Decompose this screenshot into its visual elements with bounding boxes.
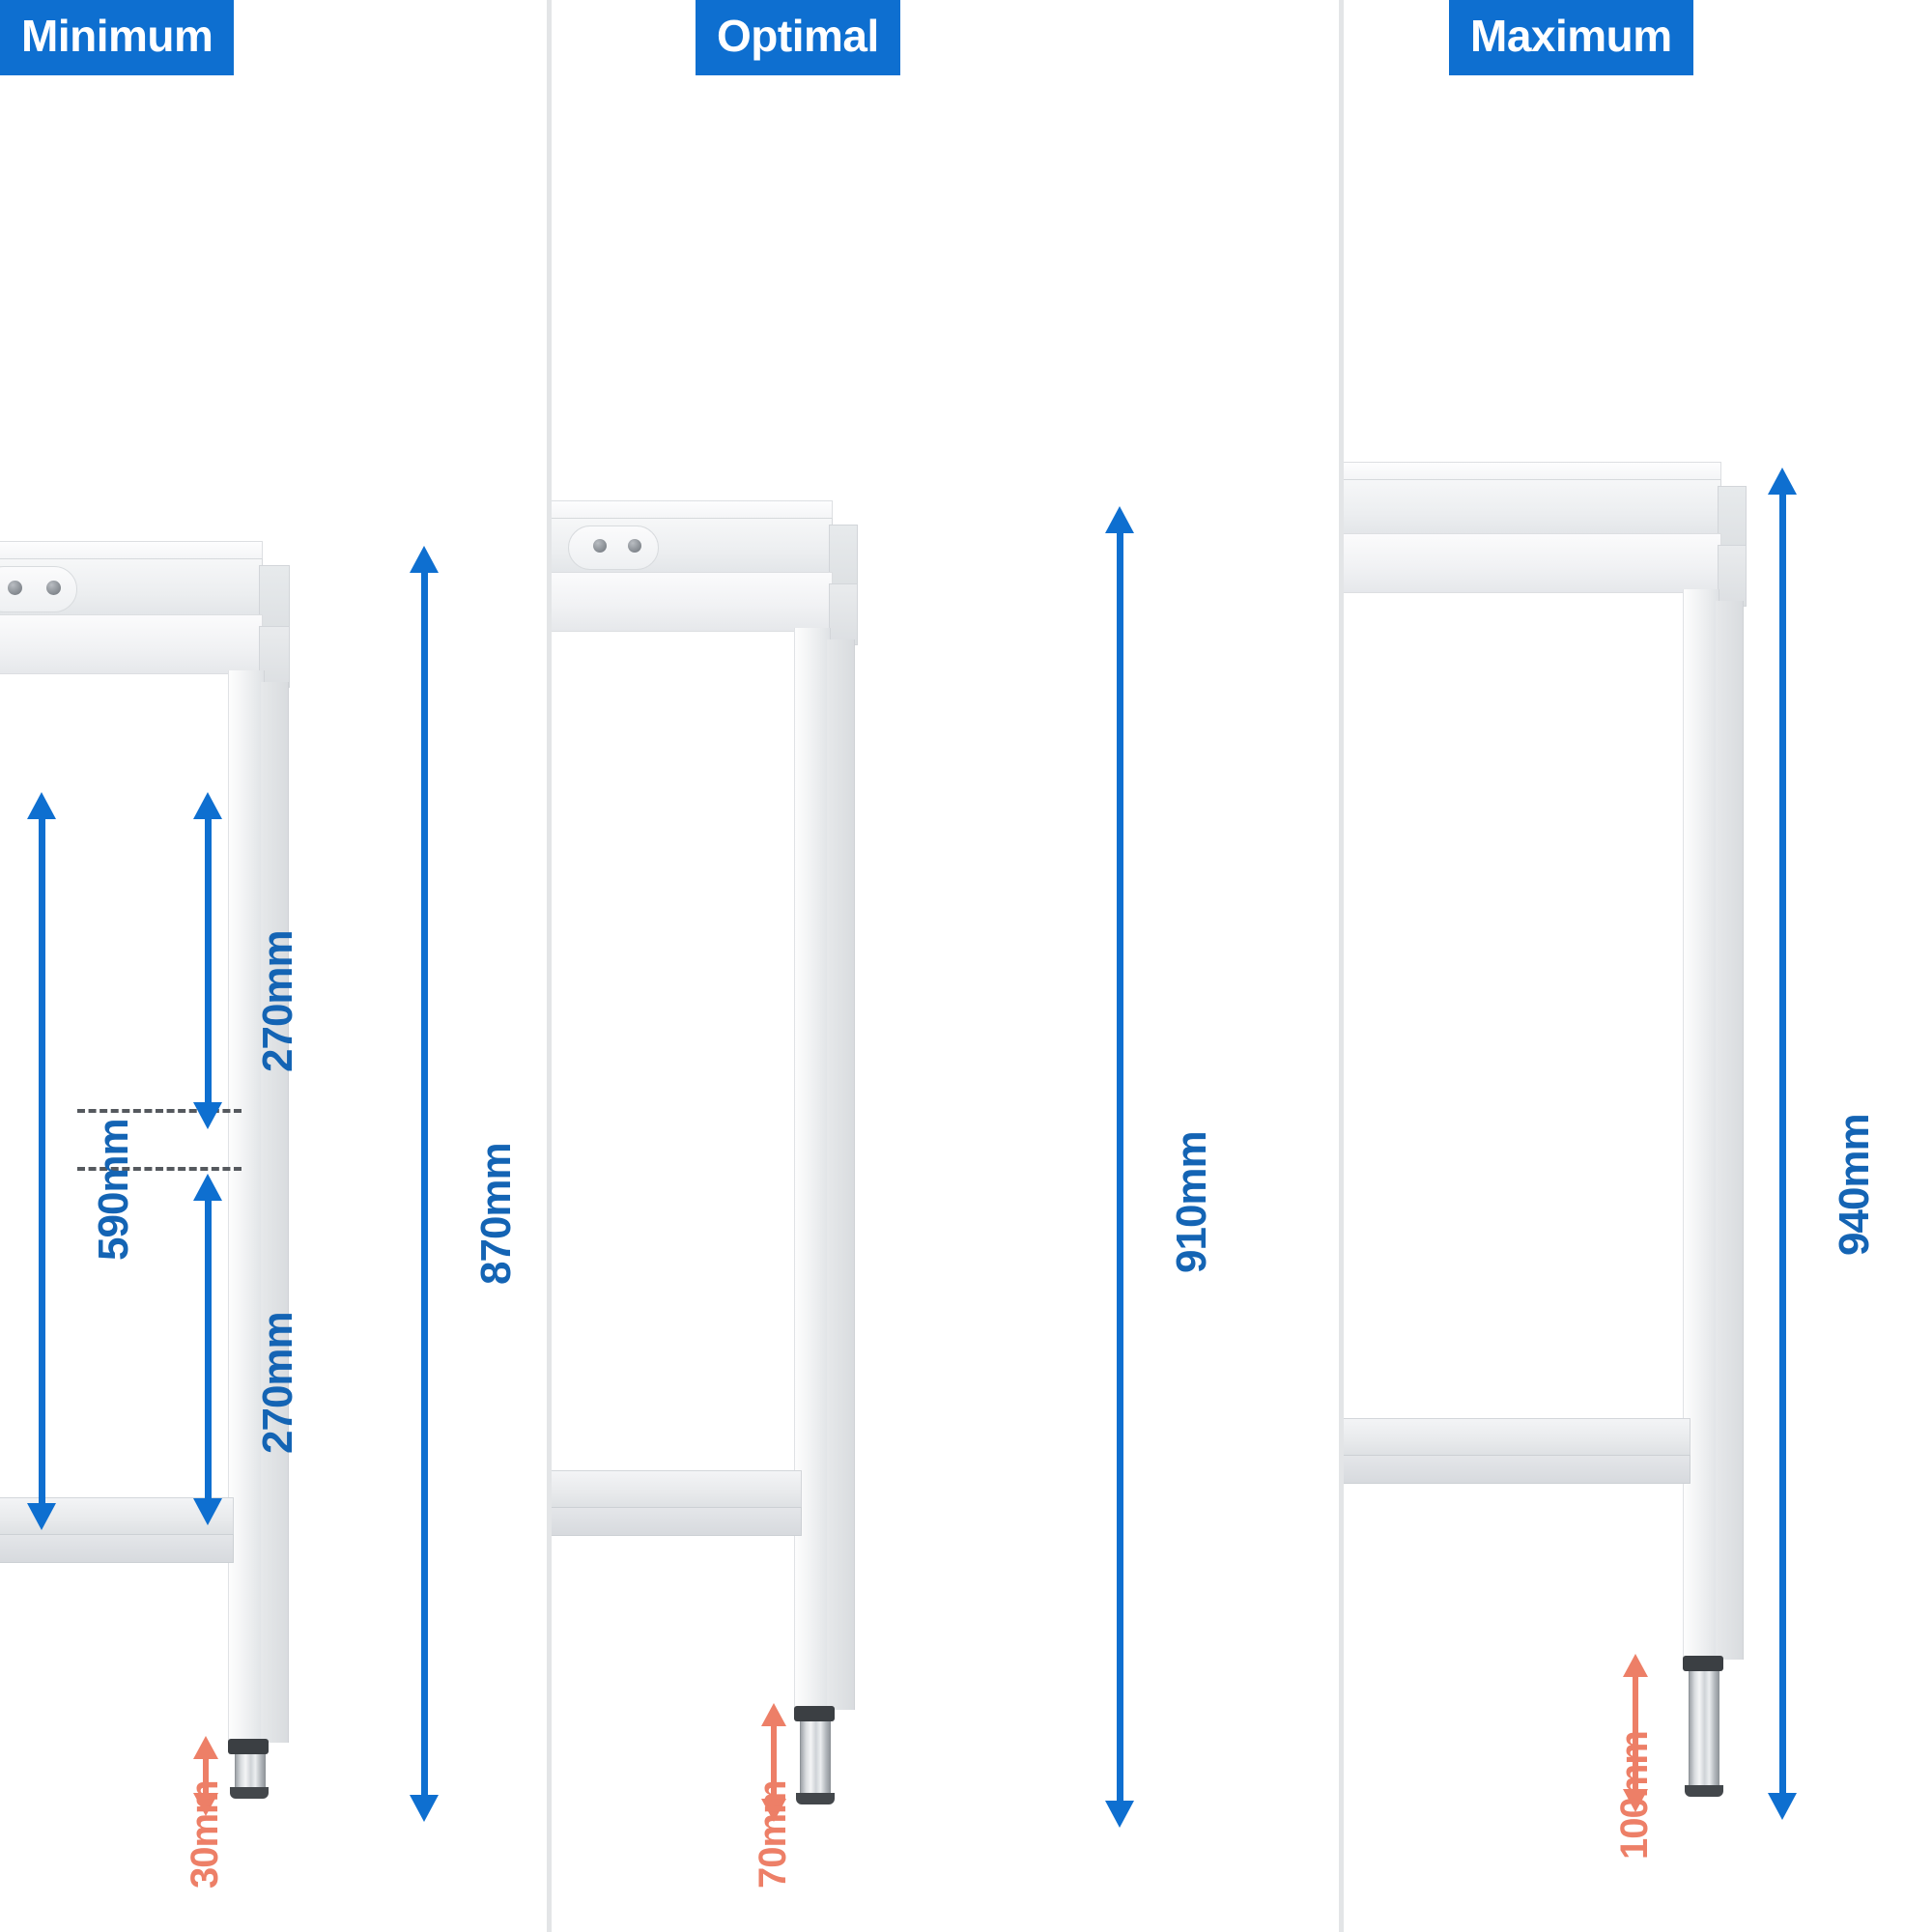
arrow-head-down [410,1795,439,1822]
dimension-label-30mm: 30mm [184,1780,226,1889]
arrow-shaft [1117,531,1123,1804]
foot-arrow-shaft [203,1756,209,1797]
dimension-label-940mm: 940mm [1831,1114,1878,1256]
mount-plate [568,526,659,570]
foot-cap [1683,1656,1723,1671]
arrow-head-down [27,1503,56,1530]
arrow-head-up [27,792,56,819]
dimension-label-870mm: 870mm [472,1143,520,1285]
apron-front [0,614,263,674]
arrow-head-up [410,546,439,573]
foot-arrow-shaft [1633,1675,1638,1793]
panel-divider [1339,0,1344,1932]
apron-front [1343,533,1721,593]
panel-maximum: Maximum [1343,0,1932,1932]
cross-rail-shadow [0,1534,234,1563]
cross-rail-shadow [1343,1455,1690,1484]
foot-cap [228,1739,269,1754]
foot-arrow-head-down [1623,1789,1648,1812]
foot-base [796,1793,835,1804]
banner-optimal: Optimal [696,0,900,75]
arrow-shaft [205,816,212,1106]
foot-base [230,1787,269,1799]
foot-arrow-head-down [193,1793,218,1816]
arrow-head-down [193,1498,222,1525]
foot-arrow-head-down [761,1799,786,1822]
arrow-head-down [193,1102,222,1129]
foot-arrow-head-up [193,1736,218,1759]
arrow-head-up [193,792,222,819]
foot-arrow-shaft [771,1723,777,1803]
leg-side [1716,601,1744,1660]
screw-icon [593,539,607,553]
apron-side [1718,545,1747,607]
panel-optimal: Optimal [551,0,1343,1932]
cross-rail-shadow [551,1507,802,1536]
arrow-head-up [1105,506,1134,533]
arrow-head-down [1105,1801,1134,1828]
cross-rail [551,1470,802,1511]
panel-minimum: Minimum [0,0,551,1932]
leg-front [794,628,831,1710]
arrow-head-up [193,1174,222,1201]
foot-cylinder [1689,1671,1719,1787]
arrow-head-down [1768,1793,1797,1820]
dimension-label-270mm-upper: 270mm [254,930,301,1072]
leg-side [261,682,289,1743]
foot-cylinder [800,1721,831,1795]
arrow-shaft [39,816,45,1507]
dimension-label-910mm: 910mm [1168,1131,1215,1273]
screw-icon [8,581,22,595]
foot-base [1685,1785,1723,1797]
foot-cap [794,1706,835,1721]
dimension-label-100mm: 100mm [1613,1731,1656,1860]
foot-arrow-head-up [1623,1654,1648,1677]
screw-icon [46,581,61,595]
dimension-label-70mm: 70mm [752,1780,794,1889]
leg-front [1683,589,1719,1660]
dimension-label-590mm: 590mm [90,1119,137,1261]
apron-side [829,583,858,645]
foot-cylinder [235,1754,266,1789]
reference-line [77,1167,242,1171]
reference-line [77,1109,242,1113]
banner-maximum: Maximum [1449,0,1693,75]
worktop-front [1343,479,1721,537]
banner-minimum: Minimum [0,0,235,75]
arrow-shaft [1779,493,1786,1797]
cross-rail [1343,1418,1690,1459]
arrow-head-up [1768,468,1797,495]
arrow-shaft [421,570,428,1799]
apron-front [551,572,833,632]
leg-front [228,670,265,1743]
arrow-shaft [205,1198,212,1502]
screw-icon [628,539,641,553]
foot-arrow-head-up [761,1703,786,1726]
leg-side [827,639,855,1710]
dimension-label-270mm-lower: 270mm [254,1312,301,1454]
panel-divider [547,0,552,1932]
